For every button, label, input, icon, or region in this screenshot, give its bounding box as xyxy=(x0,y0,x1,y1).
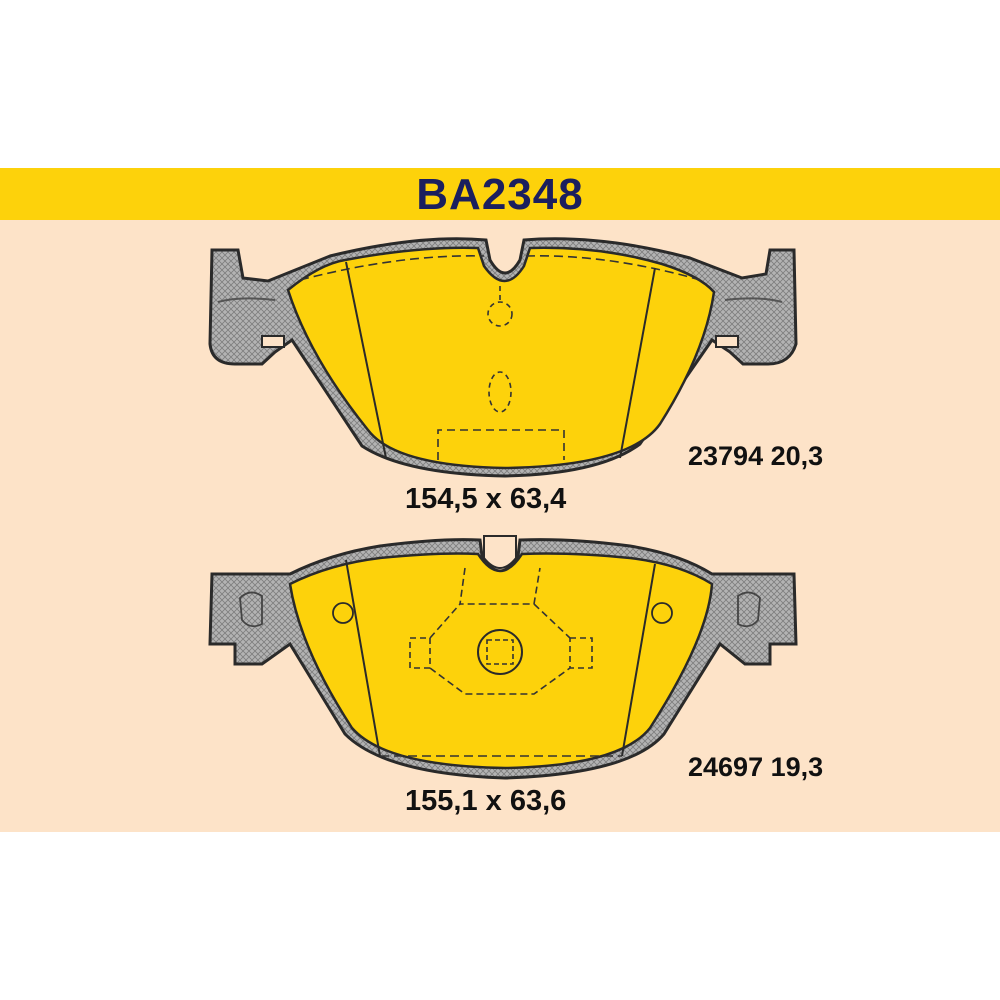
top-friction-material xyxy=(286,246,716,470)
drawing-panel: BA2348 xyxy=(0,168,1000,832)
top-pad-code: 23794 20,3 xyxy=(688,441,824,471)
bottom-friction-material xyxy=(288,552,714,770)
top-left-clip-slot xyxy=(261,335,285,348)
top-right-clip-slot xyxy=(715,335,739,348)
top-brake-pad xyxy=(208,237,798,478)
brake-pad-diagram xyxy=(208,237,798,780)
bottom-brake-pad xyxy=(208,535,798,780)
bottom-center-notch xyxy=(483,535,517,569)
bottom-pad-code: 24697 19,3 xyxy=(688,752,824,782)
header-bar: BA2348 xyxy=(0,168,1000,220)
bottom-pad-dimensions: 155,1 x 63,6 xyxy=(405,785,567,817)
part-number-title: BA2348 xyxy=(416,170,584,219)
top-pad-dimensions: 154,5 x 63,4 xyxy=(405,483,567,515)
